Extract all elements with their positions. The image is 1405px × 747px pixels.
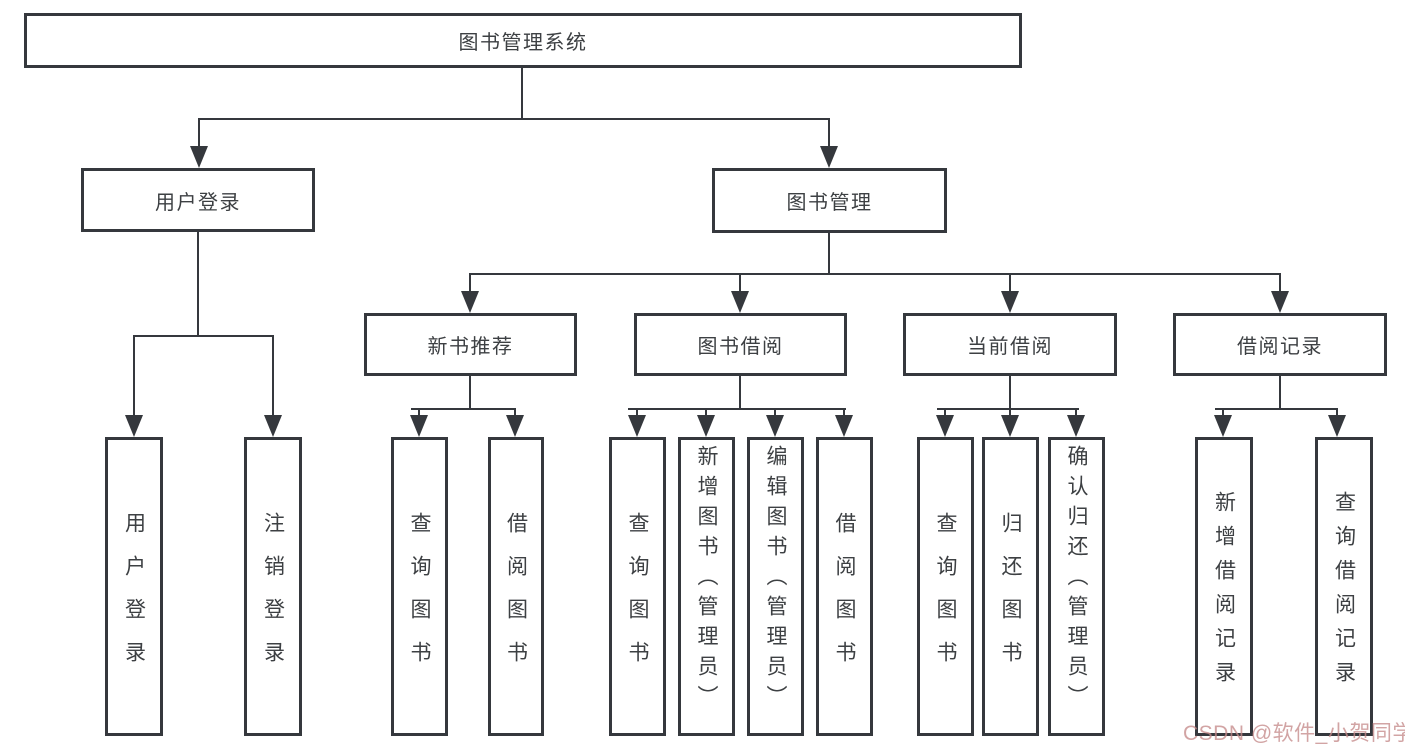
connector-vline <box>774 408 776 417</box>
connector-hline <box>133 335 274 337</box>
leaf-query-books: 查询图书 <box>391 437 448 736</box>
node-book-management: 图书管理 <box>712 168 947 233</box>
connector-vline <box>469 375 471 409</box>
leaf-label: 查询借阅记录 <box>1332 491 1356 695</box>
connector-vline <box>1009 375 1011 409</box>
leaf-label: 查询图书 <box>626 511 649 684</box>
watermark: CSDN @软件_小贺同学 <box>1183 722 1405 745</box>
arrowhead-down-icon <box>125 415 143 437</box>
arrowhead-down-icon <box>190 146 208 168</box>
leaf-query-borrow-record: 查询借阅记录 <box>1315 437 1373 736</box>
leaf-label: 确认归还（管理员） <box>1065 445 1088 715</box>
connector-vline <box>739 273 741 293</box>
connector-vline <box>469 273 471 293</box>
leaf-label: 查询图书 <box>934 511 957 684</box>
node-label: 图书管理系统 <box>458 32 588 54</box>
leaf-borrow-books: 借阅图书 <box>816 437 873 736</box>
leaf-label: 借阅图书 <box>833 511 856 684</box>
connector-hline <box>1215 408 1338 410</box>
leaf-borrow-books: 借阅图书 <box>488 437 544 736</box>
connector-vline <box>521 67 523 119</box>
connector-vline <box>1279 375 1281 409</box>
arrowhead-down-icon <box>936 415 954 437</box>
connector-hline <box>937 408 1079 410</box>
node-label: 图书借阅 <box>697 336 784 358</box>
node-label: 新书推荐 <box>427 336 514 358</box>
connector-vline <box>636 408 638 417</box>
leaf-label: 新增图书（管理员） <box>695 445 718 715</box>
connector-vline <box>705 408 707 417</box>
arrowhead-down-icon <box>697 415 715 437</box>
connector-vline <box>133 335 135 417</box>
connector-vline <box>1222 408 1224 417</box>
node-label: 当前借阅 <box>967 336 1053 358</box>
arrowhead-down-icon <box>1214 415 1232 437</box>
leaf-return-books: 归还图书 <box>982 437 1039 736</box>
arrowhead-down-icon <box>628 415 646 437</box>
node-new-book-recommend: 新书推荐 <box>364 313 577 376</box>
arrowhead-down-icon <box>766 415 784 437</box>
connector-hline <box>469 273 1281 275</box>
leaf-label: 用户登录 <box>122 511 146 684</box>
arrowhead-down-icon <box>835 415 853 437</box>
node-library-management-system: 图书管理系统 <box>24 13 1022 68</box>
arrowhead-down-icon <box>1328 415 1346 437</box>
connector-hline <box>628 408 846 410</box>
arrowhead-down-icon <box>1001 415 1019 437</box>
leaf-label: 查询图书 <box>408 511 431 684</box>
arrowhead-down-icon <box>1067 415 1085 437</box>
leaf-logout: 注销登录 <box>244 437 302 736</box>
connector-vline <box>944 408 946 417</box>
arrowhead-down-icon <box>264 415 282 437</box>
connector-vline <box>1075 408 1077 417</box>
connector-vline <box>739 375 741 409</box>
node-book-borrow: 图书借阅 <box>634 313 847 376</box>
arrowhead-down-icon <box>410 415 428 437</box>
leaf-add-borrow-record: 新增借阅记录 <box>1195 437 1253 736</box>
arrowhead-down-icon <box>1001 291 1019 313</box>
connector-vline <box>197 231 199 336</box>
connector-vline <box>1279 273 1281 293</box>
leaf-edit-books-admin: 编辑图书（管理员） <box>747 437 804 736</box>
leaf-query-books: 查询图书 <box>917 437 974 736</box>
arrowhead-down-icon <box>506 415 524 437</box>
connector-vline <box>198 118 200 148</box>
node-label: 借阅记录 <box>1237 336 1323 358</box>
leaf-label: 注销登录 <box>261 511 285 684</box>
connector-vline <box>1336 408 1338 417</box>
arrowhead-down-icon <box>820 146 838 168</box>
leaf-label: 归还图书 <box>999 511 1022 684</box>
connector-vline <box>272 335 274 417</box>
leaf-confirm-return-admin: 确认归还（管理员） <box>1048 437 1105 736</box>
connector-hline <box>198 118 830 120</box>
connector-vline <box>1009 273 1011 293</box>
connector-vline <box>1009 408 1011 417</box>
arrowhead-down-icon <box>461 291 479 313</box>
arrowhead-down-icon <box>731 291 749 313</box>
leaf-query-books: 查询图书 <box>609 437 666 736</box>
arrowhead-down-icon <box>1271 291 1289 313</box>
leaf-label: 借阅图书 <box>504 511 528 684</box>
connector-vline <box>843 408 845 417</box>
connector-vline <box>418 408 420 417</box>
node-label: 用户登录 <box>155 191 241 214</box>
node-current-borrow: 当前借阅 <box>903 313 1117 376</box>
leaf-user-login: 用户登录 <box>105 437 163 736</box>
node-user-login: 用户登录 <box>81 168 315 232</box>
leaf-label: 编辑图书（管理员） <box>764 445 787 715</box>
node-label: 图书管理 <box>786 192 873 214</box>
connector-vline <box>514 408 516 417</box>
connector-vline <box>828 118 830 148</box>
leaf-add-books-admin: 新增图书（管理员） <box>678 437 735 736</box>
node-borrow-records: 借阅记录 <box>1173 313 1387 376</box>
connector-vline <box>828 232 830 274</box>
leaf-label: 新增借阅记录 <box>1212 491 1236 695</box>
connector-hline <box>411 408 516 410</box>
